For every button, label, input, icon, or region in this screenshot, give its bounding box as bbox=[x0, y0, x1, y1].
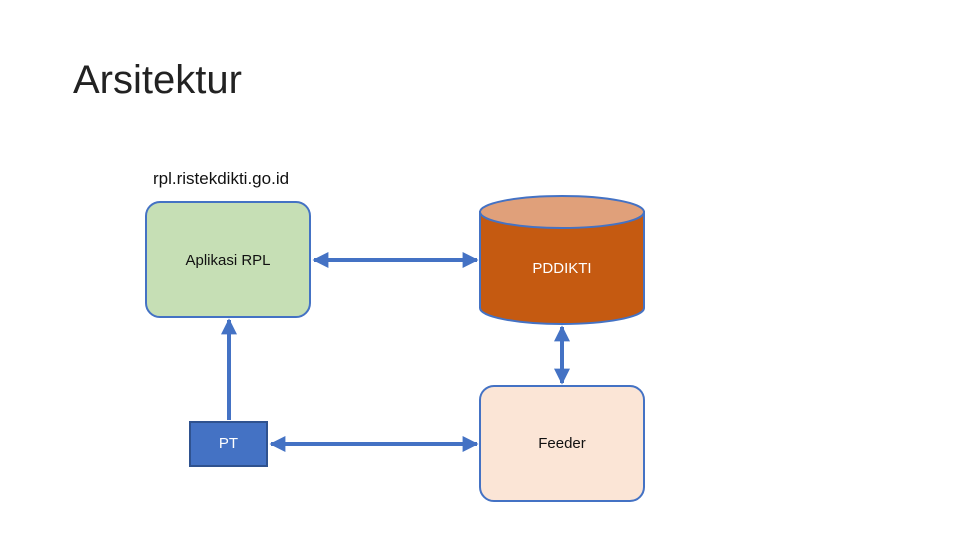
pddikti-cylinder-body bbox=[479, 211, 645, 325]
pt-box[interactable] bbox=[189, 421, 268, 467]
feeder-box[interactable] bbox=[479, 385, 645, 502]
pddikti-cylinder-top bbox=[479, 195, 645, 229]
aplikasi-rpl-label: Aplikasi RPL bbox=[185, 252, 271, 269]
pddikti-database-cylinder[interactable] bbox=[479, 195, 645, 325]
pddikti-label: PDDIKTI bbox=[532, 260, 592, 277]
url-label: rpl.ristekdikti.go.id bbox=[153, 169, 290, 188]
pt-label: PT bbox=[218, 435, 239, 452]
feeder-label: Feeder bbox=[538, 435, 586, 452]
aplikasi-rpl-box[interactable] bbox=[145, 201, 311, 318]
slide-title: Arsitektur bbox=[73, 58, 242, 102]
